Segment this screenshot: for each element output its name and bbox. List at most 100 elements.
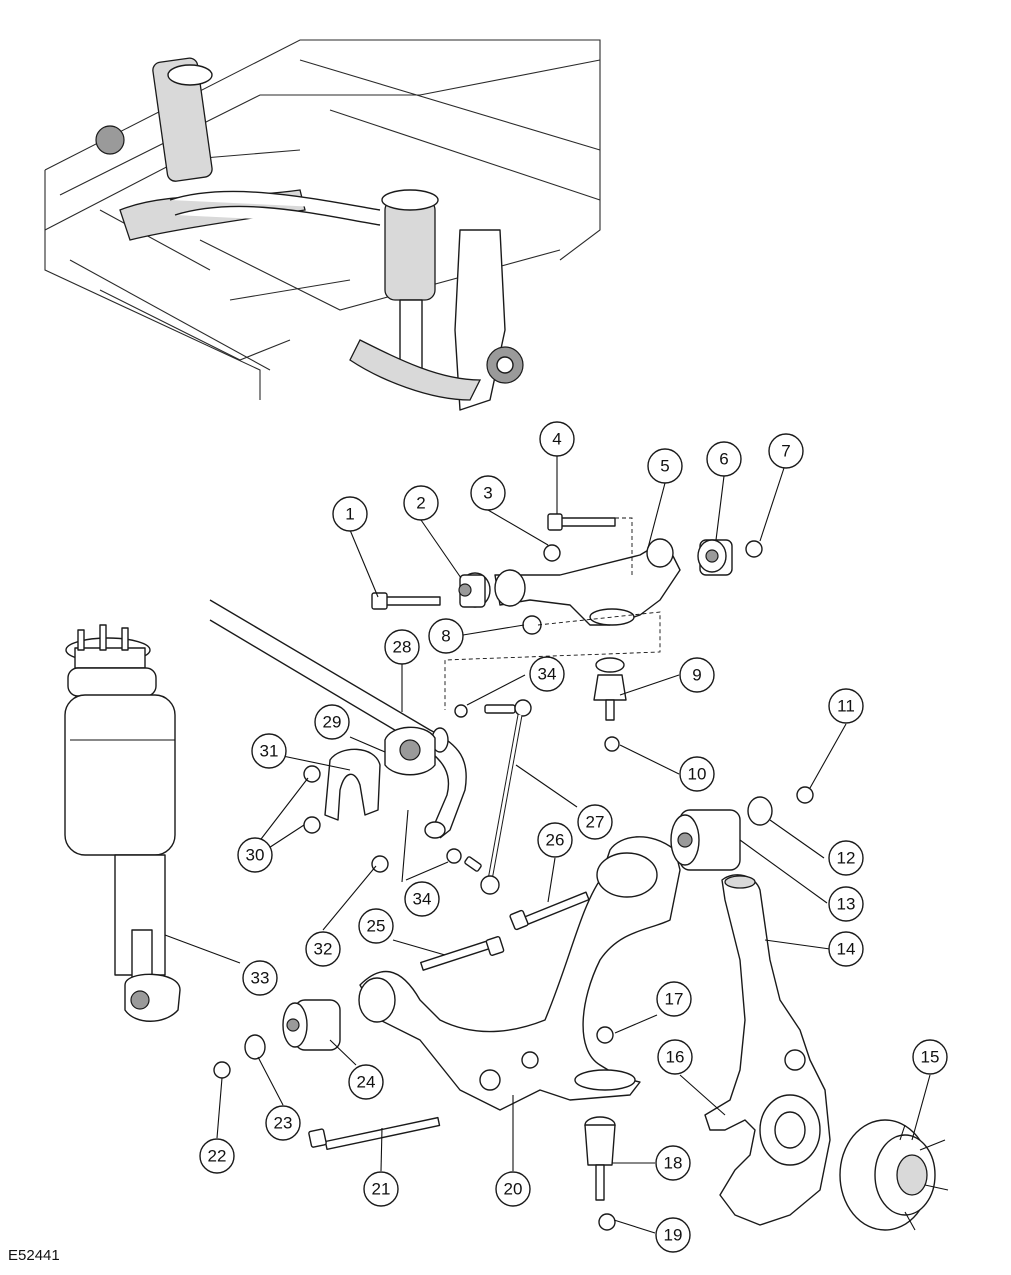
upper-arm-front-bushing bbox=[458, 572, 491, 608]
bolt-21 bbox=[308, 1116, 441, 1151]
svg-text:21: 21 bbox=[372, 1180, 391, 1199]
svg-text:28: 28 bbox=[393, 638, 412, 657]
svg-text:2: 2 bbox=[416, 494, 425, 513]
callout-26: 26 bbox=[537, 822, 573, 858]
callout-30: 30 bbox=[237, 837, 273, 873]
callout-7: 7 bbox=[768, 433, 804, 469]
svg-text:12: 12 bbox=[837, 849, 856, 868]
svg-text:7: 7 bbox=[781, 442, 790, 461]
svg-text:22: 22 bbox=[208, 1147, 227, 1166]
callout-9: 9 bbox=[679, 657, 715, 693]
callout-27: 27 bbox=[577, 804, 613, 840]
washer-23 bbox=[244, 1034, 266, 1060]
svg-text:13: 13 bbox=[837, 895, 856, 914]
callout-34b: 34 bbox=[404, 881, 440, 917]
callout-23: 23 bbox=[265, 1105, 301, 1141]
svg-text:24: 24 bbox=[357, 1073, 376, 1092]
upper-arm-bolt-1 bbox=[371, 592, 441, 610]
callout-14: 14 bbox=[828, 931, 864, 967]
svg-text:32: 32 bbox=[314, 940, 333, 959]
svg-text:18: 18 bbox=[664, 1154, 683, 1173]
svg-text:26: 26 bbox=[546, 831, 565, 850]
callout-21: 21 bbox=[363, 1171, 399, 1207]
upper-ball-joint bbox=[593, 657, 627, 752]
callout-24: 24 bbox=[348, 1064, 384, 1100]
callout-3: 3 bbox=[470, 475, 506, 511]
callout-4: 4 bbox=[539, 421, 575, 457]
sleeve-near-bar bbox=[424, 821, 446, 839]
svg-text:8: 8 bbox=[441, 627, 450, 646]
washer-34-top bbox=[454, 704, 468, 718]
callout-25: 25 bbox=[358, 908, 394, 944]
svg-text:34: 34 bbox=[538, 665, 557, 684]
callout-1: 1 bbox=[332, 496, 368, 532]
lower-arm-rear-bushing bbox=[670, 809, 741, 871]
svg-text:1: 1 bbox=[345, 505, 354, 524]
callout-2: 2 bbox=[403, 485, 439, 521]
svg-text:31: 31 bbox=[260, 742, 279, 761]
upper-arm-bolt-4 bbox=[547, 513, 616, 531]
callout-6: 6 bbox=[706, 441, 742, 477]
steering-knuckle bbox=[704, 874, 831, 1226]
callout-10: 10 bbox=[679, 756, 715, 792]
callout-11: 11 bbox=[828, 688, 864, 724]
stabilizer-link bbox=[464, 699, 532, 895]
nut-10 bbox=[604, 736, 620, 752]
svg-text:30: 30 bbox=[246, 846, 265, 865]
upper-control-arm bbox=[494, 538, 681, 626]
nut-19 bbox=[598, 1213, 616, 1231]
washer-34-bottom bbox=[446, 848, 462, 864]
svg-text:6: 6 bbox=[719, 450, 728, 469]
svg-text:16: 16 bbox=[666, 1048, 685, 1067]
chassis-overview-illustration bbox=[44, 39, 601, 411]
lower-ball-joint bbox=[584, 1116, 616, 1231]
nut-3 bbox=[543, 544, 561, 562]
svg-text:15: 15 bbox=[921, 1048, 940, 1067]
callout-33: 33 bbox=[242, 960, 278, 996]
callout-34a: 34 bbox=[529, 656, 565, 692]
callout-32: 32 bbox=[305, 931, 341, 967]
callout-17: 17 bbox=[656, 981, 692, 1017]
svg-text:29: 29 bbox=[323, 713, 342, 732]
svg-text:3: 3 bbox=[483, 484, 492, 503]
svg-text:19: 19 bbox=[664, 1226, 683, 1245]
leader-lines bbox=[164, 456, 931, 1234]
svg-text:17: 17 bbox=[665, 990, 684, 1009]
washer-12 bbox=[747, 796, 773, 826]
callout-19: 19 bbox=[655, 1217, 691, 1253]
wheel-hub bbox=[839, 1119, 949, 1231]
svg-text:10: 10 bbox=[688, 765, 707, 784]
nut-11 bbox=[796, 786, 814, 804]
svg-text:11: 11 bbox=[837, 697, 855, 716]
nut-32 bbox=[371, 855, 389, 873]
svg-text:27: 27 bbox=[586, 813, 605, 832]
svg-text:5: 5 bbox=[660, 457, 669, 476]
svg-text:33: 33 bbox=[251, 969, 270, 988]
stabilizer-bushing-clamp bbox=[324, 748, 381, 821]
stabilizer-bushing bbox=[384, 726, 436, 776]
callout-5: 5 bbox=[647, 448, 683, 484]
callout-16: 16 bbox=[657, 1039, 693, 1075]
figure-reference-code: E52441 bbox=[8, 1247, 60, 1264]
svg-text:20: 20 bbox=[504, 1180, 523, 1199]
callout-13: 13 bbox=[828, 886, 864, 922]
svg-text:25: 25 bbox=[367, 917, 386, 936]
callout-29: 29 bbox=[314, 704, 350, 740]
nut-17 bbox=[596, 1026, 614, 1044]
callout-31: 31 bbox=[251, 733, 287, 769]
upper-arm-rear-bushing bbox=[697, 539, 733, 576]
svg-text:4: 4 bbox=[552, 430, 561, 449]
svg-text:23: 23 bbox=[274, 1114, 293, 1133]
svg-text:9: 9 bbox=[692, 666, 701, 685]
svg-text:14: 14 bbox=[837, 940, 856, 959]
guide-line-4 bbox=[615, 517, 633, 575]
nut-30-bottom bbox=[303, 816, 321, 834]
svg-text:34: 34 bbox=[413, 890, 432, 909]
nut-22 bbox=[213, 1061, 231, 1079]
callout-8: 8 bbox=[428, 618, 464, 654]
callout-20: 20 bbox=[495, 1171, 531, 1207]
callout-22: 22 bbox=[199, 1138, 235, 1174]
bolt-25 bbox=[420, 936, 505, 971]
lower-arm-front-bushing bbox=[282, 999, 341, 1051]
